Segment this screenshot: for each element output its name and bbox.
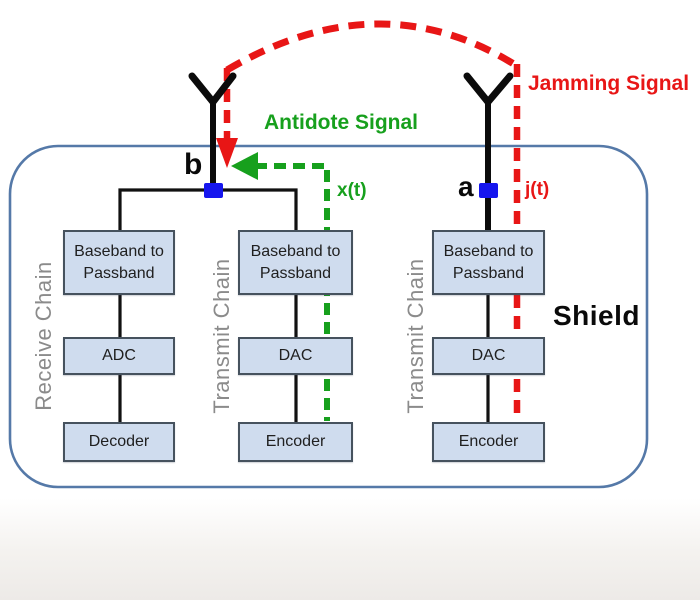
shield-title: Shield [553, 300, 641, 331]
receive-adc-box: ADC [63, 337, 175, 375]
node-b-label: b [184, 148, 203, 181]
antidote-symbol-label: x(t) [337, 180, 367, 201]
left-antenna-icon [188, 72, 237, 106]
receive-baseband-to-passband-box: Baseband to Passband [63, 230, 175, 295]
transmit-mid-baseband-to-passband-box: Baseband to Passband [238, 230, 353, 295]
jamming-arrowhead-icon [216, 138, 238, 168]
transmit-right-dac-box: DAC [432, 337, 545, 375]
transmit-right-encoder-box: Encoder [432, 422, 545, 462]
antidote-arrowhead-icon [231, 152, 258, 180]
transmit-chain-label-right: Transmit Chain [403, 258, 428, 414]
node-a-marker [479, 183, 498, 198]
receive-chain-label: Receive Chain [31, 261, 56, 411]
jamming-signal-arc [225, 20, 519, 74]
antidote-signal-path [255, 163, 330, 421]
jamming-symbol-label: j(t) [525, 179, 550, 200]
transmit-right-baseband-to-passband-box: Baseband to Passband [432, 230, 545, 295]
node-b-marker [204, 183, 223, 198]
receive-decoder-box: Decoder [63, 422, 175, 462]
antidote-signal-label: Antidote Signal [264, 111, 418, 134]
node-a-label: a [458, 171, 474, 202]
jamming-signal-label: Jamming Signal [528, 72, 690, 95]
transmit-mid-dac-box: DAC [238, 337, 353, 375]
transmit-mid-encoder-box: Encoder [238, 422, 353, 462]
right-antenna-icon [463, 72, 514, 106]
transmit-chain-label-middle: Transmit Chain [209, 258, 234, 414]
